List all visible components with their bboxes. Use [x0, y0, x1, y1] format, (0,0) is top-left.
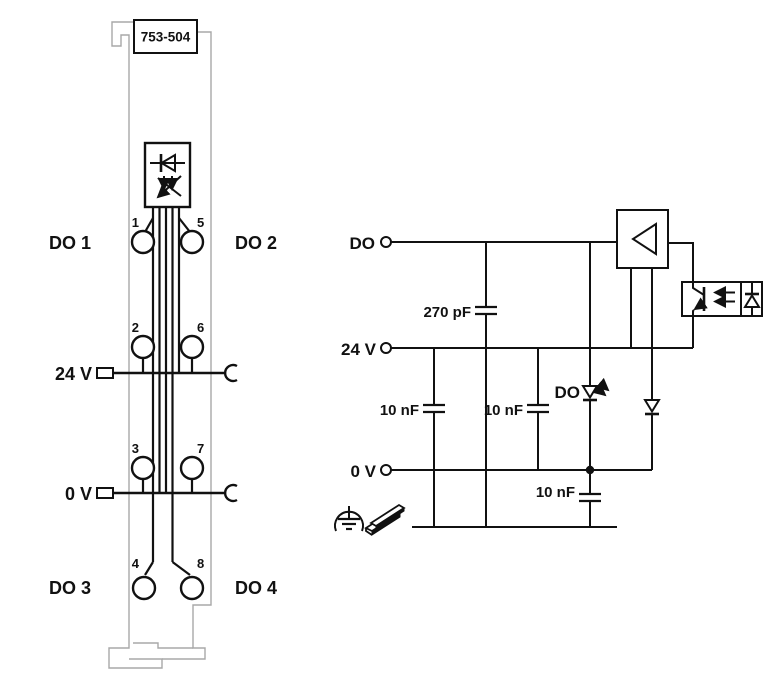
led-block-diode-triangle	[159, 153, 176, 173]
housing-right-contour	[162, 31, 212, 660]
part-number-label: 753-504	[141, 30, 191, 45]
capacitor-10nf-3-label: 10 nF	[536, 484, 575, 501]
led-light-arrow-2	[595, 377, 610, 392]
led-block-frame	[143, 141, 192, 209]
driver-to-optocoupler-wire	[668, 242, 694, 282]
capacitor-270pf-label: 270 pF	[423, 304, 471, 321]
internal-ribbon-wires	[141, 207, 194, 576]
cable-entry-icon-24v	[96, 367, 114, 379]
driver-box	[616, 209, 669, 269]
module-housing-outline	[108, 21, 212, 669]
contact-7	[179, 455, 205, 481]
phototransistor-emitter	[693, 297, 708, 311]
module-labels: DO 1 DO 2 24 V 0 V DO 3 DO 4	[49, 233, 277, 598]
contact-1	[130, 229, 156, 255]
opto-led-icon	[743, 293, 761, 308]
capacitor-10nf-1-label: 10 nF	[380, 402, 419, 419]
connection-contacts: 1 5 2 6 3 7 4 8	[130, 215, 205, 601]
contact-number-6: 6	[197, 320, 204, 335]
module-24v-rail	[96, 363, 238, 383]
schematic-buses: DO 24 V 0 V	[341, 234, 693, 528]
contact-4	[131, 575, 157, 601]
label-do4: DO 4	[235, 578, 277, 598]
diode-icon	[643, 399, 661, 414]
optocoupler-icon	[681, 281, 763, 348]
led-icon	[581, 385, 599, 400]
freewheel-diode-branch	[643, 268, 661, 470]
contact-8	[179, 575, 205, 601]
label-do3: DO 3	[49, 578, 91, 598]
driver-triangle-icon	[631, 222, 657, 256]
contact-number-7: 7	[197, 441, 204, 456]
housing-bottom-notch	[133, 642, 193, 649]
contact-number-2: 2	[132, 320, 139, 335]
contact-2	[130, 334, 156, 360]
label-do2: DO 2	[235, 233, 277, 253]
terminal-0v	[380, 464, 392, 476]
label-24v: 24 V	[55, 364, 92, 384]
status-led-label: DO	[555, 383, 581, 402]
module-0v-rail	[96, 483, 238, 503]
phototransistor-collector	[692, 282, 705, 296]
terminal-label-24v: 24 V	[341, 340, 377, 359]
terminal-24v	[380, 342, 392, 354]
contact-number-1: 1	[132, 215, 139, 230]
capacitor-10nf-3: 10 nF	[536, 470, 601, 527]
label-do1: DO 1	[49, 233, 91, 253]
label-0v: 0 V	[65, 484, 92, 504]
terminal-label-0v: 0 V	[350, 462, 376, 481]
cable-entry-icon-0v	[96, 487, 114, 499]
output-driver	[616, 209, 694, 348]
circuit-schematic: DO 24 V 0 V 270 pF 10 nF 10 nF	[334, 209, 763, 536]
contact-6	[179, 334, 205, 360]
part-number-frame	[133, 19, 198, 54]
capacitor-10nf-2: 10 nF	[484, 348, 549, 470]
contact-number-3: 3	[132, 441, 139, 456]
part-number-box: 753-504	[133, 19, 198, 54]
power-jumper-contact-icon-24v	[224, 363, 238, 383]
led-indicator-icon	[143, 141, 192, 209]
led-block-diagonal-arrow	[156, 175, 182, 199]
capacitor-10nf-2-label: 10 nF	[484, 402, 523, 419]
status-led-branch: DO	[555, 242, 610, 475]
led-light-arrow-1	[592, 382, 607, 397]
contact-5	[179, 229, 205, 255]
contact-number-8: 8	[197, 556, 204, 571]
terminal-do	[380, 236, 392, 248]
housing-left-contour	[108, 21, 163, 669]
module-front-view: 753-504	[49, 19, 277, 669]
contact-number-4: 4	[132, 556, 140, 571]
contact-number-5: 5	[197, 215, 204, 230]
contact-3	[130, 455, 156, 481]
ground-icon	[334, 506, 364, 532]
terminal-label-do: DO	[350, 234, 376, 253]
din-rail-icon	[364, 503, 406, 536]
optocoupler-box	[681, 281, 763, 317]
capacitor-10nf-1: 10 nF	[380, 348, 445, 527]
power-jumper-contact-icon-0v	[224, 483, 238, 503]
capacitor-270pf: 270 pF	[423, 242, 497, 527]
